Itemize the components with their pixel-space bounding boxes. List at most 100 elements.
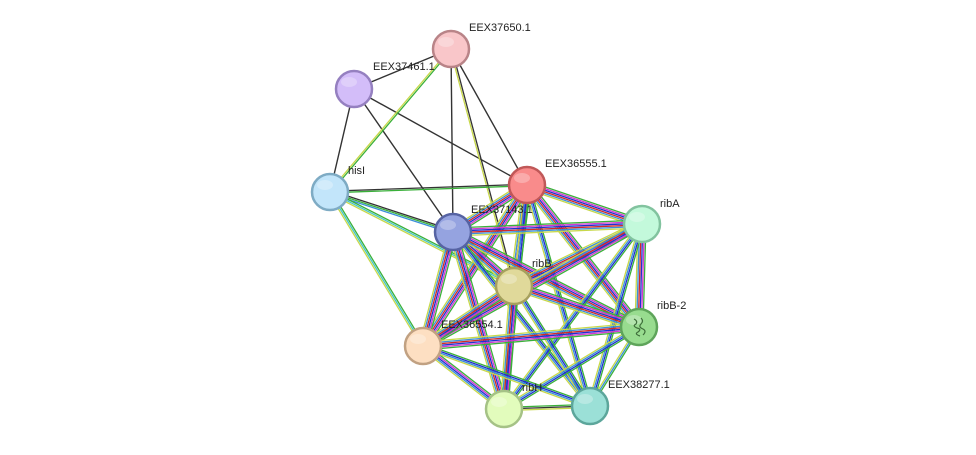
edge-ribb-2-eex36554-1[interactable]	[421, 322, 641, 351]
edge-evidence-line	[329, 191, 424, 347]
node-highlight	[501, 274, 517, 284]
edge-eex37650-1-ribb[interactable]	[449, 48, 516, 287]
edge-evidence-line	[418, 182, 525, 345]
edge-evidence-line	[422, 346, 591, 408]
edge-eex37143-1-eex36554-1[interactable]	[418, 230, 458, 348]
node-ribh[interactable]	[484, 389, 524, 429]
node-circle[interactable]	[431, 29, 471, 69]
node-circle[interactable]	[433, 212, 473, 252]
edge-ribb-eex38277-1[interactable]	[511, 284, 593, 408]
node-label-eex36555-1: EEX36555.1	[545, 158, 607, 170]
node-eex38277-1[interactable]	[570, 386, 610, 426]
edge-evidence-line	[514, 283, 641, 326]
edge-evidence-line	[505, 285, 518, 410]
node-circle[interactable]	[403, 326, 443, 366]
node-label-ribh: ribH	[522, 382, 542, 394]
edge-hisi-eex36554-1[interactable]	[327, 190, 426, 348]
edge-ribb-ribb-2[interactable]	[512, 281, 641, 332]
edge-evidence-line	[456, 230, 509, 409]
edge-evidence-line	[515, 284, 593, 406]
edge-eex36555-1-eex36554-1[interactable]	[418, 182, 532, 349]
node-circle[interactable]	[310, 172, 350, 212]
edge-ribb-2-ribh[interactable]	[502, 324, 641, 412]
node-circle[interactable]	[334, 69, 374, 109]
edge-evidence-line	[454, 230, 507, 409]
edge-evidence-line	[329, 191, 454, 233]
edge-evidence-line	[423, 343, 592, 405]
edge-evidence-line	[424, 231, 456, 348]
node-label-riba: ribA	[660, 198, 680, 210]
edge-evidence-line	[503, 327, 641, 411]
edge-eex37650-1-eex36555-1[interactable]	[450, 48, 528, 186]
node-eex36555-1[interactable]	[507, 165, 547, 205]
edge-evidence-line	[453, 231, 506, 410]
edge-evidence-line	[329, 185, 528, 194]
node-label-eex36554-1: EEX36554.1	[441, 319, 503, 331]
edge-evidence-line	[512, 289, 639, 332]
edge-eex37461-1-eex36555-1[interactable]	[353, 88, 528, 186]
edge-evidence-line	[452, 224, 643, 234]
node-highlight	[514, 173, 530, 183]
edge-evidence-line	[502, 285, 514, 410]
edge-ribb-ribh[interactable]	[499, 285, 519, 410]
node-highlight	[317, 180, 333, 190]
node-eex37461-1[interactable]	[334, 69, 374, 109]
edge-hisi-eex36555-1[interactable]	[329, 183, 528, 194]
edge-eex36554-1-eex38277-1[interactable]	[421, 343, 592, 409]
edge-evidence-line	[502, 325, 640, 409]
node-highlight	[629, 212, 645, 222]
edge-evidence-line	[512, 287, 639, 330]
edge-evidence-line	[507, 285, 519, 410]
node-riba[interactable]	[622, 204, 662, 244]
node-circle[interactable]	[494, 266, 534, 306]
node-label-ribb-2: ribB-2	[657, 300, 686, 312]
edge-evidence-line	[451, 48, 516, 287]
node-highlight	[410, 334, 426, 344]
edge-evidence-line	[421, 322, 640, 343]
edge-evidence-line	[451, 231, 591, 408]
edge-evidence-line	[422, 323, 640, 345]
edge-eex37143-1-riba[interactable]	[452, 219, 643, 237]
node-eex37143-1[interactable]	[433, 212, 473, 252]
node-circle[interactable]	[507, 165, 547, 205]
edge-evidence-line	[353, 88, 528, 186]
edge-evidence-line	[526, 185, 643, 226]
edge-riba-ribh[interactable]	[501, 221, 645, 412]
edge-evidence-line	[504, 328, 641, 412]
edge-evidence-line	[329, 48, 453, 194]
edge-evidence-line	[514, 281, 641, 324]
node-eex37650-1[interactable]	[431, 29, 471, 69]
edges-layer	[327, 47, 647, 413]
edge-eex37650-1-eex37143-1[interactable]	[450, 48, 454, 233]
edge-evidence-line	[420, 230, 452, 347]
node-highlight	[438, 37, 454, 47]
edge-eex37461-1-eex37143-1[interactable]	[353, 88, 454, 233]
edge-evidence-line	[329, 189, 455, 232]
edge-evidence-line	[422, 330, 641, 351]
node-highlight	[577, 394, 593, 404]
edge-evidence-line	[452, 219, 643, 229]
edge-evidence-line	[327, 192, 423, 348]
edge-evidence-line	[423, 184, 529, 348]
node-hisi[interactable]	[310, 172, 350, 212]
edge-evidence-line	[528, 183, 593, 406]
edge-eex37650-1-hisi[interactable]	[328, 47, 453, 194]
edge-evidence-line	[499, 285, 511, 410]
edge-evidence-line	[450, 48, 528, 186]
node-ribb[interactable]	[494, 266, 534, 306]
node-highlight	[440, 220, 456, 230]
node-circle[interactable]	[619, 307, 659, 347]
node-highlight	[491, 397, 507, 407]
edge-evidence-line	[421, 183, 527, 347]
edge-evidence-line	[330, 190, 426, 346]
node-circle[interactable]	[570, 386, 610, 426]
edge-evidence-line	[421, 347, 590, 409]
node-ribb-2[interactable]	[619, 307, 659, 347]
edge-evidence-line	[449, 48, 514, 287]
edge-evidence-line	[450, 48, 454, 233]
node-circle[interactable]	[622, 204, 662, 244]
edge-evidence-line	[512, 285, 590, 408]
node-circle[interactable]	[484, 389, 524, 429]
node-eex36554-1[interactable]	[403, 326, 443, 366]
edge-evidence-line	[353, 88, 454, 233]
